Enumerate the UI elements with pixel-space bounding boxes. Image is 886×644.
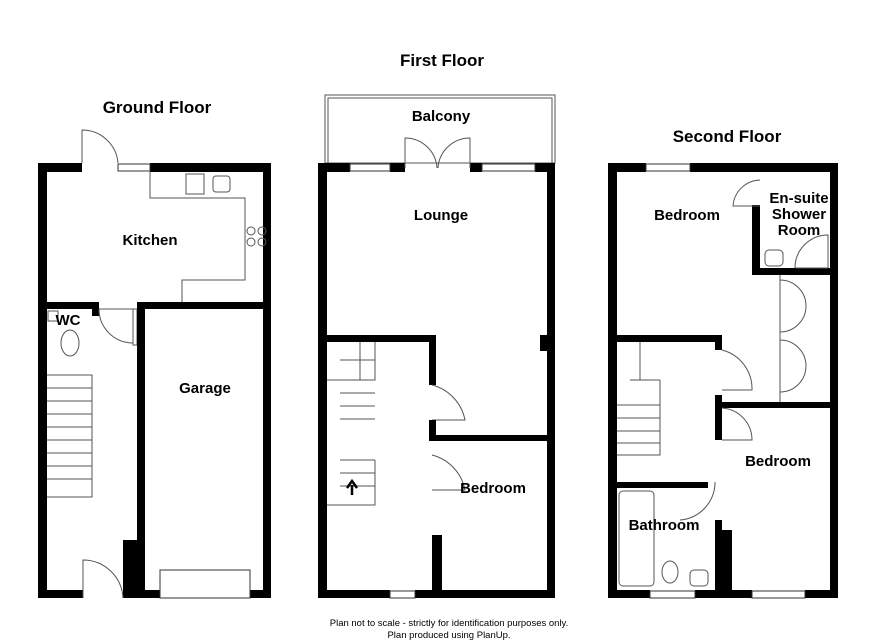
hob-icon xyxy=(246,226,267,247)
first-floor-plan: First Floor Balcony Lounge Bedroom xyxy=(318,51,556,599)
staircase xyxy=(327,342,376,506)
front-door[interactable] xyxy=(82,559,124,599)
first-floor-title: First Floor xyxy=(400,51,484,70)
basin-icon xyxy=(689,569,709,587)
room-label-lounge: Lounge xyxy=(414,207,468,224)
bath-icon xyxy=(618,490,655,587)
door-swings[interactable] xyxy=(679,349,753,521)
disclaimer-text: Plan not to scale - strictly for identif… xyxy=(330,618,569,629)
room-label-bedroom: Bedroom xyxy=(460,480,526,497)
garage-door[interactable] xyxy=(159,569,251,599)
room-label-bathroom: Bathroom xyxy=(629,517,700,534)
kitchen-worktop xyxy=(149,172,246,302)
staircase xyxy=(617,342,661,456)
room-label-ensuite: En-suite xyxy=(769,190,828,207)
toilet-icon xyxy=(60,329,80,357)
ensuite-door[interactable] xyxy=(732,179,761,207)
wc-door[interactable] xyxy=(98,308,134,344)
room-label-bedroom-1: Bedroom xyxy=(654,207,720,224)
balcony-doors[interactable] xyxy=(404,137,471,169)
ground-floor-title: Ground Floor xyxy=(103,98,212,117)
room-label-bedroom-2: Bedroom xyxy=(745,453,811,470)
room-label-garage: Garage xyxy=(179,380,231,397)
room-label-ensuite-3: Room xyxy=(778,222,821,239)
toilet-icon xyxy=(661,560,679,584)
ground-floor-plan: Ground Floor Kitchen WC xyxy=(38,98,271,599)
door-swings[interactable] xyxy=(431,384,466,491)
balcony-outline xyxy=(324,94,556,164)
staircase xyxy=(47,374,93,498)
stair-direction-arrow-icon xyxy=(345,478,359,495)
basin-icon xyxy=(764,249,784,267)
wardrobe xyxy=(779,275,807,402)
room-label-wc: WC xyxy=(56,312,81,329)
window xyxy=(117,163,151,172)
room-label-kitchen: Kitchen xyxy=(122,232,177,249)
planup-credit-text: Plan produced using PlanUp. xyxy=(387,630,510,641)
second-floor-title: Second Floor xyxy=(673,127,782,146)
drainer xyxy=(185,173,205,195)
second-floor-plan: Second Floor En-suite Shower Room Bedroo… xyxy=(608,127,838,599)
back-door[interactable] xyxy=(81,129,119,164)
room-label-ensuite-2: Shower xyxy=(772,206,826,223)
room-label-balcony: Balcony xyxy=(412,108,471,125)
shower-icon xyxy=(794,234,829,269)
sink-icon xyxy=(212,175,231,193)
basin-icon xyxy=(47,310,59,322)
